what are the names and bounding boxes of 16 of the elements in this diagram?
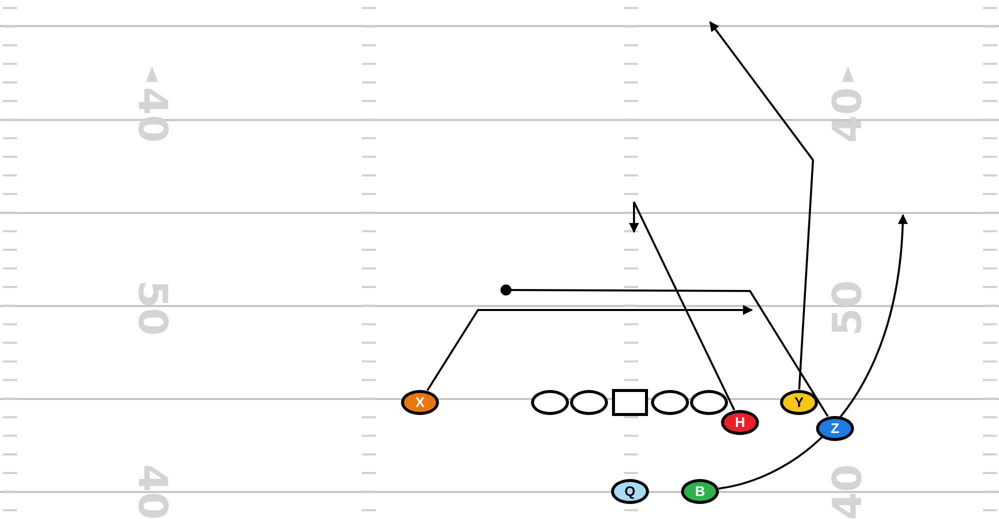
player-marker: X [401, 390, 439, 414]
player-marker: Y [780, 390, 818, 414]
route-line [500, 284, 829, 417]
center-square [612, 388, 648, 416]
route-arrow [709, 21, 814, 390]
route-arrow [718, 214, 908, 490]
lineman-oval [690, 390, 728, 414]
player-marker: Q [611, 478, 649, 504]
lineman-oval [531, 390, 569, 414]
route-arrow [426, 305, 753, 392]
player-marker: Z [816, 416, 854, 440]
lineman-oval [570, 390, 608, 414]
player-marker: H [721, 410, 759, 434]
route-arrow [629, 201, 736, 411]
player-marker: B [681, 478, 719, 504]
lineman-oval [651, 390, 689, 414]
